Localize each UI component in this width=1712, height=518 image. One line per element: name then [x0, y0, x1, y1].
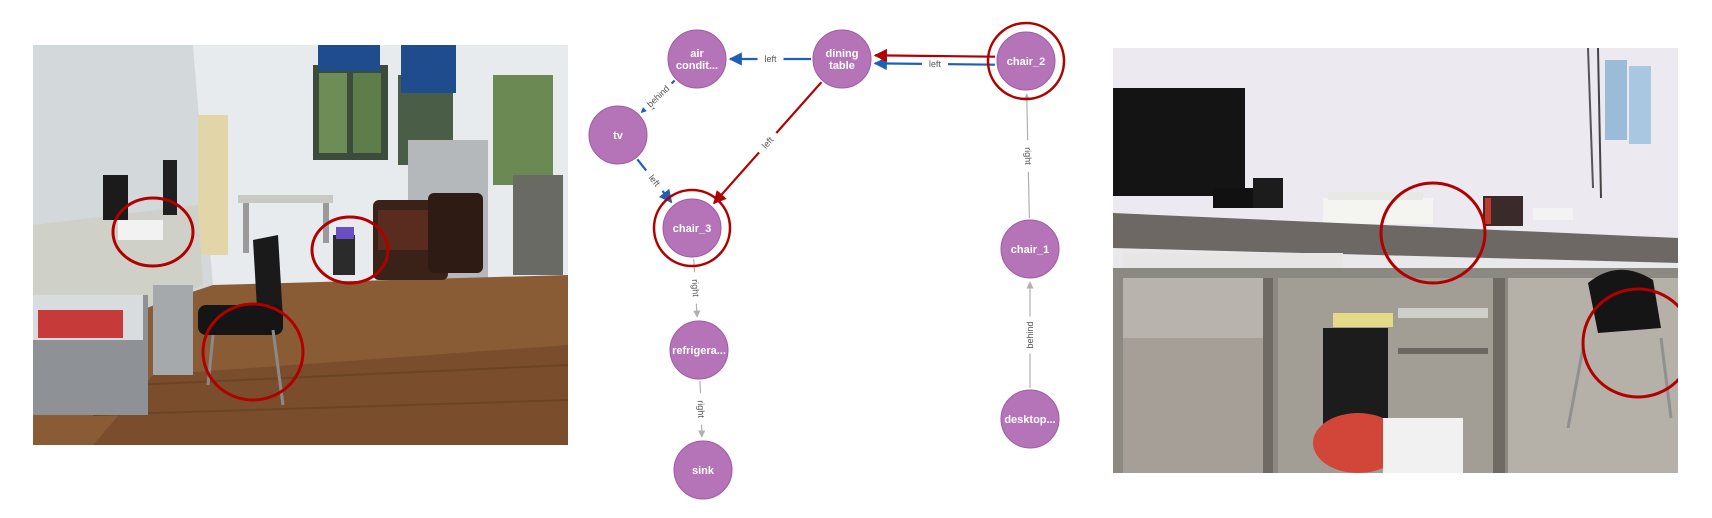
office-photo-right — [1113, 48, 1678, 473]
node-refrigerator[interactable]: refrigera... — [669, 320, 729, 380]
node-circle — [669, 320, 729, 380]
highlight-ring — [986, 21, 1066, 101]
edge-label-background — [642, 166, 668, 195]
edge-label-background — [754, 129, 781, 156]
node-circle — [667, 29, 727, 89]
node-label: desktop... — [1004, 414, 1055, 426]
edge-chair_2-to-dining_table-red — [873, 48, 996, 63]
node-label: air — [690, 48, 704, 60]
node-air_conditioner[interactable]: aircondit... — [667, 29, 727, 89]
highlight-circle-papers — [1379, 181, 1487, 285]
node-label: dining — [826, 48, 859, 60]
node-chair_1[interactable]: chair_1 — [1000, 219, 1060, 279]
highlight-circle-robot — [310, 215, 390, 285]
node-label: tv — [613, 130, 624, 142]
node-circle — [673, 440, 733, 500]
node-label: chair_2 — [1007, 56, 1046, 68]
node-label: sink — [692, 465, 715, 477]
node-tv[interactable]: tv — [588, 105, 648, 165]
edge-label: right — [1023, 147, 1033, 165]
node-circle — [996, 31, 1056, 91]
node-circle — [588, 105, 648, 165]
highlight-circle-chair-right — [1581, 287, 1678, 399]
highlight-ring — [652, 188, 732, 268]
node-label: chair_1 — [1011, 244, 1050, 256]
edge-label: right — [690, 279, 701, 298]
edge-label-background — [689, 271, 703, 305]
highlight-circle-chair — [201, 302, 305, 402]
node-circle — [1000, 219, 1060, 279]
edge-label: left — [764, 54, 777, 64]
node-chair_2[interactable]: chair_2 — [986, 21, 1066, 101]
node-circle — [812, 29, 872, 89]
node-sink[interactable]: sink — [673, 440, 733, 500]
node-label: condit... — [676, 60, 718, 72]
node-label: table — [829, 60, 855, 72]
node-label: refrigera... — [672, 345, 726, 357]
edge-label-background — [695, 393, 708, 425]
edge-label-background — [921, 57, 949, 70]
node-chair_3[interactable]: chair_3 — [652, 188, 732, 268]
edge-label: behind — [645, 83, 671, 109]
node-desktop[interactable]: desktop... — [1000, 389, 1060, 449]
edge-label-background — [1022, 140, 1035, 172]
edge-label-background — [757, 53, 784, 64]
node-circle — [662, 198, 722, 258]
node-label: chair_3 — [673, 223, 712, 235]
edge-label: left — [929, 59, 942, 69]
edge-label-background — [1024, 316, 1035, 354]
edge-label: behind — [1025, 321, 1035, 348]
highlight-circle-desk-papers — [111, 196, 195, 268]
office-photo-left — [33, 45, 568, 445]
node-circle — [1000, 389, 1060, 449]
edge-label-background — [640, 79, 676, 113]
edge-label: right — [696, 400, 707, 418]
